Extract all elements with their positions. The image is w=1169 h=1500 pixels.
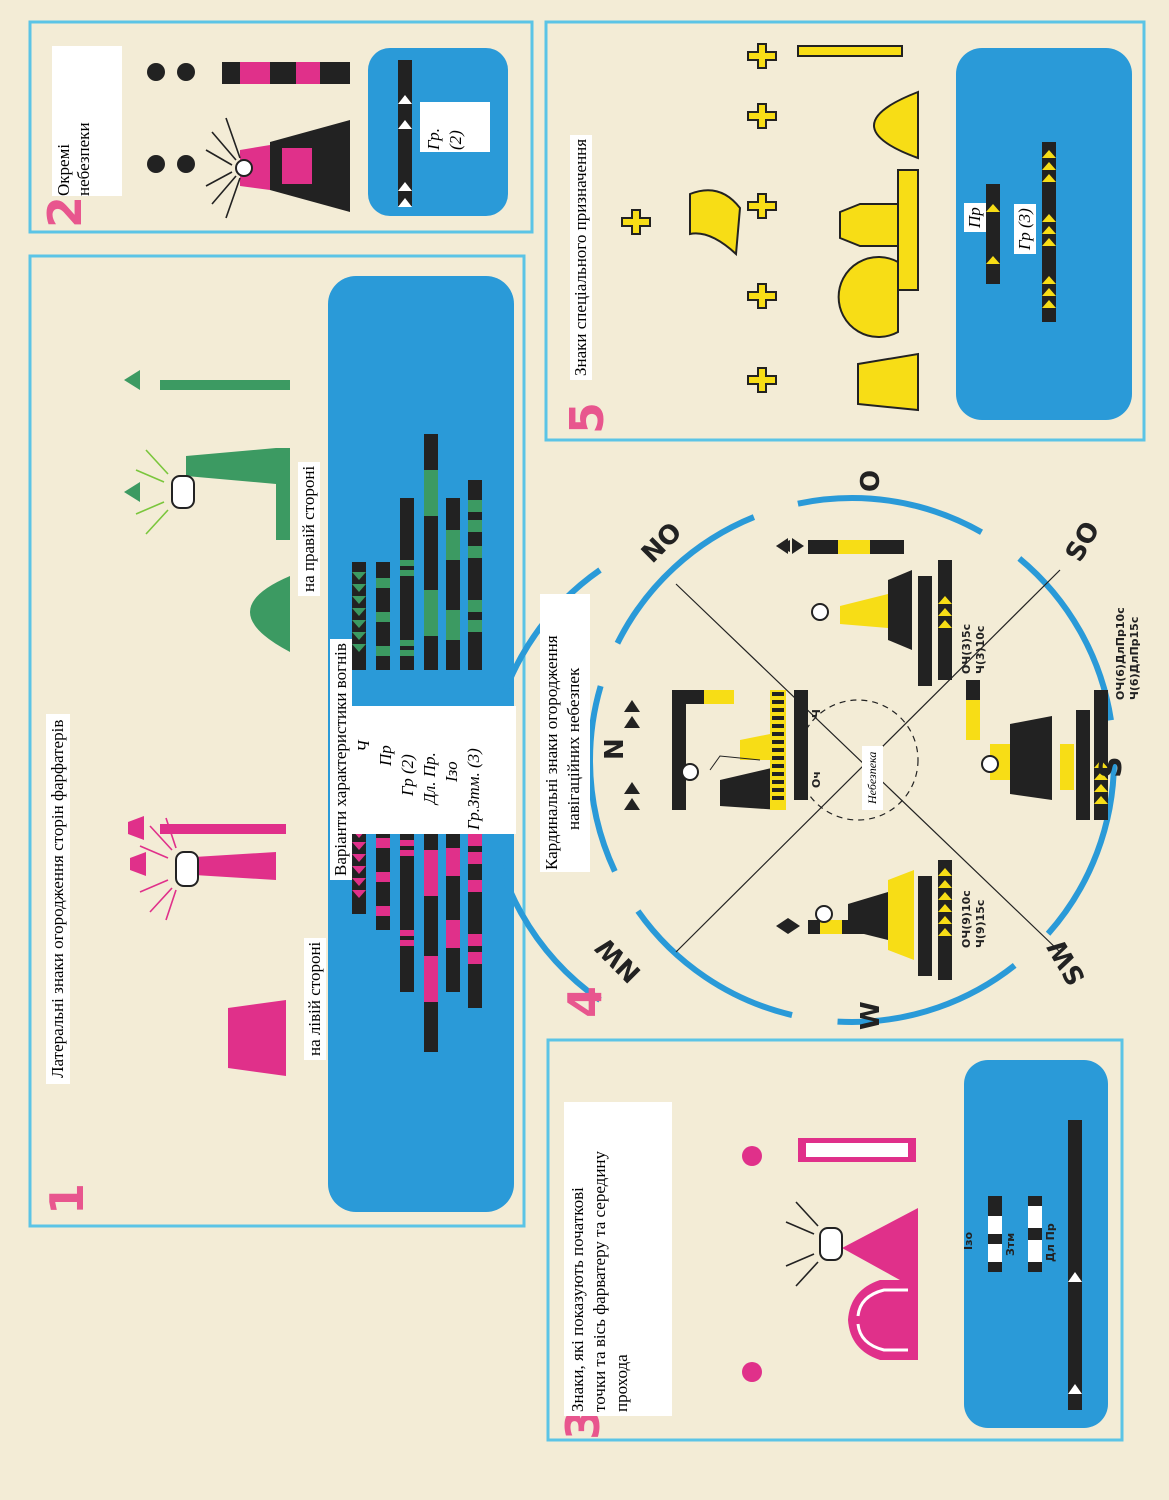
panel-2-frame [28, 20, 534, 234]
panel-number-1: 1 [40, 1182, 94, 1215]
panel-3-title-line-2: точки та вісь фарватеру та середину [590, 1150, 609, 1412]
isolated-danger-marks [147, 60, 412, 219]
panel-5-title: Знаки спеціального призначення [570, 134, 592, 380]
panel-4-title-line-2: навігаційних небезпек [564, 667, 583, 830]
panel-1-title: Латеральні знаки огородження сторін фарф… [46, 713, 70, 1084]
danger-label: Небезпека [862, 745, 883, 810]
panel-2-title-box [52, 46, 122, 196]
west-code-1: ОЧ(9)10с [960, 890, 973, 948]
compass-ring [587, 495, 1117, 1025]
special-light-bars [986, 142, 1056, 322]
panel-number-4: 4 [558, 985, 612, 1018]
light-code-5: Ізо [442, 761, 462, 782]
panel-4-title-box [540, 594, 590, 872]
safe-water-code-1: Ізо [962, 1231, 975, 1250]
safe-water-code-3: Дл Пр [1044, 1223, 1057, 1262]
east-code-1: ОЧ(3)5с [960, 623, 973, 674]
light-code-1: Ч [354, 740, 374, 752]
panel-5-frame [544, 20, 1146, 442]
light-code-2: Пр [376, 745, 396, 766]
light-variants-title: Варіанти характеристики вогнів [330, 639, 352, 880]
light-code-4: Дл. Пр. [420, 752, 440, 804]
special-code-2: Гр (3) [1014, 204, 1036, 254]
light-code-3: Гр (2) [398, 754, 418, 796]
light-rhythm-bars [352, 434, 482, 1052]
yellow-crosses [621, 43, 777, 393]
west-mark [776, 860, 952, 980]
dir-S: S [1094, 756, 1129, 778]
dir-N: N [600, 738, 630, 760]
east-code-2: Ч(3)10с [974, 625, 987, 674]
panel-2-title-line-2: небезпеки [74, 122, 93, 196]
north-code-1: Оч [810, 771, 823, 788]
panel-2-title-line-1: Окремі [54, 143, 73, 196]
special-code-1: Пр [964, 203, 986, 232]
dir-W: W [856, 1001, 886, 1030]
cardinal-marks [624, 538, 1108, 980]
panel-number-2: 2 [38, 195, 92, 228]
panel-3-title-line-1: Знаки, які показують початкові [568, 1187, 587, 1412]
panel-number-5: 5 [560, 401, 614, 434]
panel-2-code-line-1: Гр. [424, 128, 443, 150]
north-mark [624, 690, 808, 810]
dir-O: O [856, 469, 886, 492]
panel-2-code-line-2: (2) [446, 130, 465, 150]
north-code-2: Ч [810, 709, 823, 718]
south-code-1: ОЧ(6)ДлПр10с [1114, 607, 1127, 700]
safe-water-code-2: Зтм [1004, 1232, 1017, 1256]
west-code-2: Ч(9)15с [974, 899, 987, 948]
safe-water-marks [742, 1120, 1082, 1410]
panel-4-title-line-1: Кардинальні знаки огородження [542, 635, 561, 870]
panel-3-frame [546, 1038, 1124, 1442]
light-code-6: Гр.Зтм. (3) [464, 710, 484, 830]
special-marks [621, 43, 919, 412]
panel-2-code-box [420, 102, 490, 152]
south-mark [966, 680, 1108, 820]
lateral-left-marks [128, 816, 286, 1076]
right-side-label: на правій стороні [298, 461, 320, 596]
panel-3-title-line-3: прохода [612, 1354, 631, 1412]
south-code-2: Ч(6)ДлПр15с [1128, 616, 1141, 700]
east-mark [776, 538, 952, 686]
panel-3-title-box [564, 1102, 672, 1416]
left-side-label: на лівій стороні [304, 937, 326, 1060]
lateral-right-marks [124, 370, 290, 652]
panel-1-frame [28, 254, 526, 1228]
